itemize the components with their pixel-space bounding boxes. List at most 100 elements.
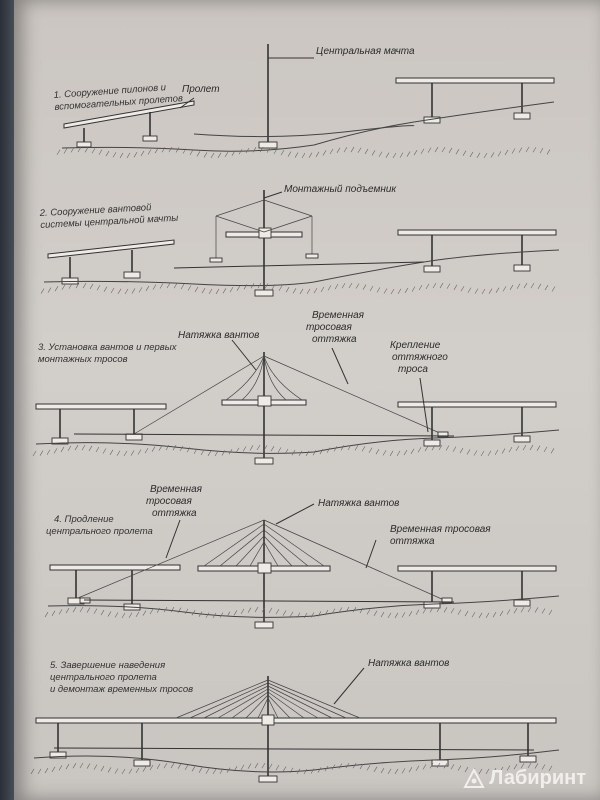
- stage-3-left-deck: [35, 403, 167, 410]
- ground-hatch-stroke: [261, 606, 266, 613]
- stage-1-pier-base: [142, 135, 158, 142]
- ground-hatch-stroke: [312, 450, 317, 456]
- stage-5-pier-base: [519, 755, 537, 763]
- stage-5-pier-base: [133, 759, 151, 767]
- ground-hatch-stroke: [271, 284, 276, 290]
- ground-hatch-stroke: [326, 447, 331, 453]
- ground-hatch-stroke: [404, 287, 409, 294]
- stage-5-full-deck: [35, 717, 557, 724]
- stage-5-mast-base: [258, 775, 278, 783]
- ground-hatch-stroke: [431, 445, 436, 451]
- stage-2-pier-base: [123, 271, 141, 279]
- ground-hatch-stroke: [317, 611, 322, 617]
- ground-hatch-stroke: [217, 152, 222, 158]
- ground-hatch-stroke: [291, 450, 296, 456]
- ground-hatch-stroke: [490, 152, 495, 158]
- ground-hatch-stroke: [483, 152, 488, 159]
- stage-5-pier-base: [49, 751, 67, 759]
- ground-hatch-stroke: [427, 147, 432, 153]
- labirint-logo-icon: [463, 767, 485, 788]
- ground-hatch-stroke: [436, 762, 441, 769]
- ground-hatch-stroke: [51, 610, 56, 616]
- ground-hatch-stroke: [502, 286, 507, 292]
- ground-hatch-stroke: [205, 612, 210, 618]
- ground-hatch-stroke: [242, 446, 247, 452]
- stage-3-mast-base: [254, 457, 274, 465]
- stage-4-stay: [263, 523, 325, 567]
- ground-hatch-stroke: [61, 284, 66, 290]
- ground-hatch-stroke: [194, 286, 199, 293]
- ground-hatch-stroke: [170, 606, 175, 613]
- ground-hatch-stroke: [501, 448, 506, 454]
- ground-hatch-stroke: [532, 147, 537, 153]
- stage-5-deck-block: [261, 714, 275, 726]
- ground-hatch-stroke: [177, 607, 182, 613]
- ground-hatch-stroke: [236, 285, 241, 291]
- ground-hatch-stroke: [522, 444, 527, 451]
- ground-hatch-stroke: [130, 450, 135, 456]
- ground-hatch-stroke: [53, 448, 58, 454]
- ground-hatch-stroke: [299, 288, 304, 295]
- ground-hatch-stroke: [277, 447, 282, 453]
- stage-2-lift-cable: [215, 199, 265, 217]
- ground-hatch-stroke: [292, 288, 297, 294]
- ground-hatch-stroke: [438, 444, 443, 451]
- ground-hatch-stroke: [256, 444, 261, 451]
- ground-hatch-stroke: [207, 450, 212, 456]
- ground-hatch-stroke: [469, 151, 474, 158]
- ground-hatch-stroke: [296, 768, 301, 774]
- ground-hatch-stroke: [301, 152, 306, 159]
- ground-hatch-stroke: [103, 286, 108, 292]
- ground-hatch-stroke: [436, 606, 441, 613]
- ground-hatch-stroke: [142, 610, 147, 616]
- stage-4-pier-base: [423, 601, 441, 609]
- ground-hatch-stroke: [210, 152, 215, 159]
- ground-hatch-stroke: [420, 148, 425, 154]
- ground-hatch-stroke: [376, 287, 381, 293]
- stage-4-right-deck: [397, 565, 557, 572]
- ground-hatch-stroke: [152, 284, 157, 290]
- ground-hatch-stroke: [310, 768, 315, 774]
- stage-4-stay: [263, 535, 293, 567]
- ground-hatch-stroke: [89, 283, 94, 290]
- stage-3-deck-block: [257, 395, 272, 407]
- ground-hatch-stroke: [509, 284, 514, 291]
- ground-hatch-stroke: [340, 445, 345, 451]
- ground-hatch-stroke: [324, 765, 329, 772]
- stage-3-stay: [225, 355, 265, 401]
- ground-hatch-stroke: [114, 768, 119, 774]
- stage-3-caption: 3. Установка вантов и первых монтажных т…: [38, 342, 179, 365]
- ground-hatch-stroke: [534, 607, 539, 613]
- ground-hatch-stroke: [408, 767, 413, 773]
- ground-hatch-stroke: [478, 768, 483, 775]
- ground-hatch-stroke: [112, 152, 117, 158]
- ground-hatch-stroke: [282, 766, 287, 772]
- ground-hatch-stroke: [47, 287, 52, 293]
- stage-3-stay: [263, 355, 303, 401]
- ground-hatch-stroke: [317, 767, 322, 773]
- ground-hatch-stroke: [79, 606, 84, 613]
- ground-hatch-stroke: [389, 450, 394, 457]
- ground-hatch-stroke: [117, 288, 122, 294]
- ground-hatch-stroke: [415, 609, 420, 615]
- ground-hatch-stroke: [137, 449, 142, 455]
- ground-hatch-stroke: [506, 765, 511, 771]
- ground-hatch-stroke: [128, 612, 133, 618]
- ground-hatch-stroke: [252, 147, 257, 153]
- stage-2-pier-base: [423, 265, 441, 273]
- ground-hatch-stroke: [208, 288, 213, 295]
- ground-hatch-stroke: [462, 150, 467, 156]
- ground-hatch-stroke: [439, 282, 444, 289]
- ground-hatch-stroke: [387, 768, 392, 775]
- ground-hatch-stroke: [457, 609, 462, 615]
- stage-5-tension-label: Натяжка вантов: [368, 658, 449, 669]
- ground-hatch-stroke: [250, 283, 255, 289]
- stage-5-caption: 5. Завершение наведения центрального про…: [50, 660, 193, 695]
- stage-4-temp-left-leader: [165, 519, 181, 559]
- ground-hatch-stroke: [151, 446, 156, 452]
- ground-hatch-stroke: [380, 767, 385, 774]
- ground-hatch-stroke: [394, 768, 399, 775]
- stage-4-caption: 4. Продление центрального пролета: [46, 514, 153, 537]
- ground-hatch-stroke: [68, 283, 73, 289]
- stage-3-temp-stay-right: [263, 355, 443, 435]
